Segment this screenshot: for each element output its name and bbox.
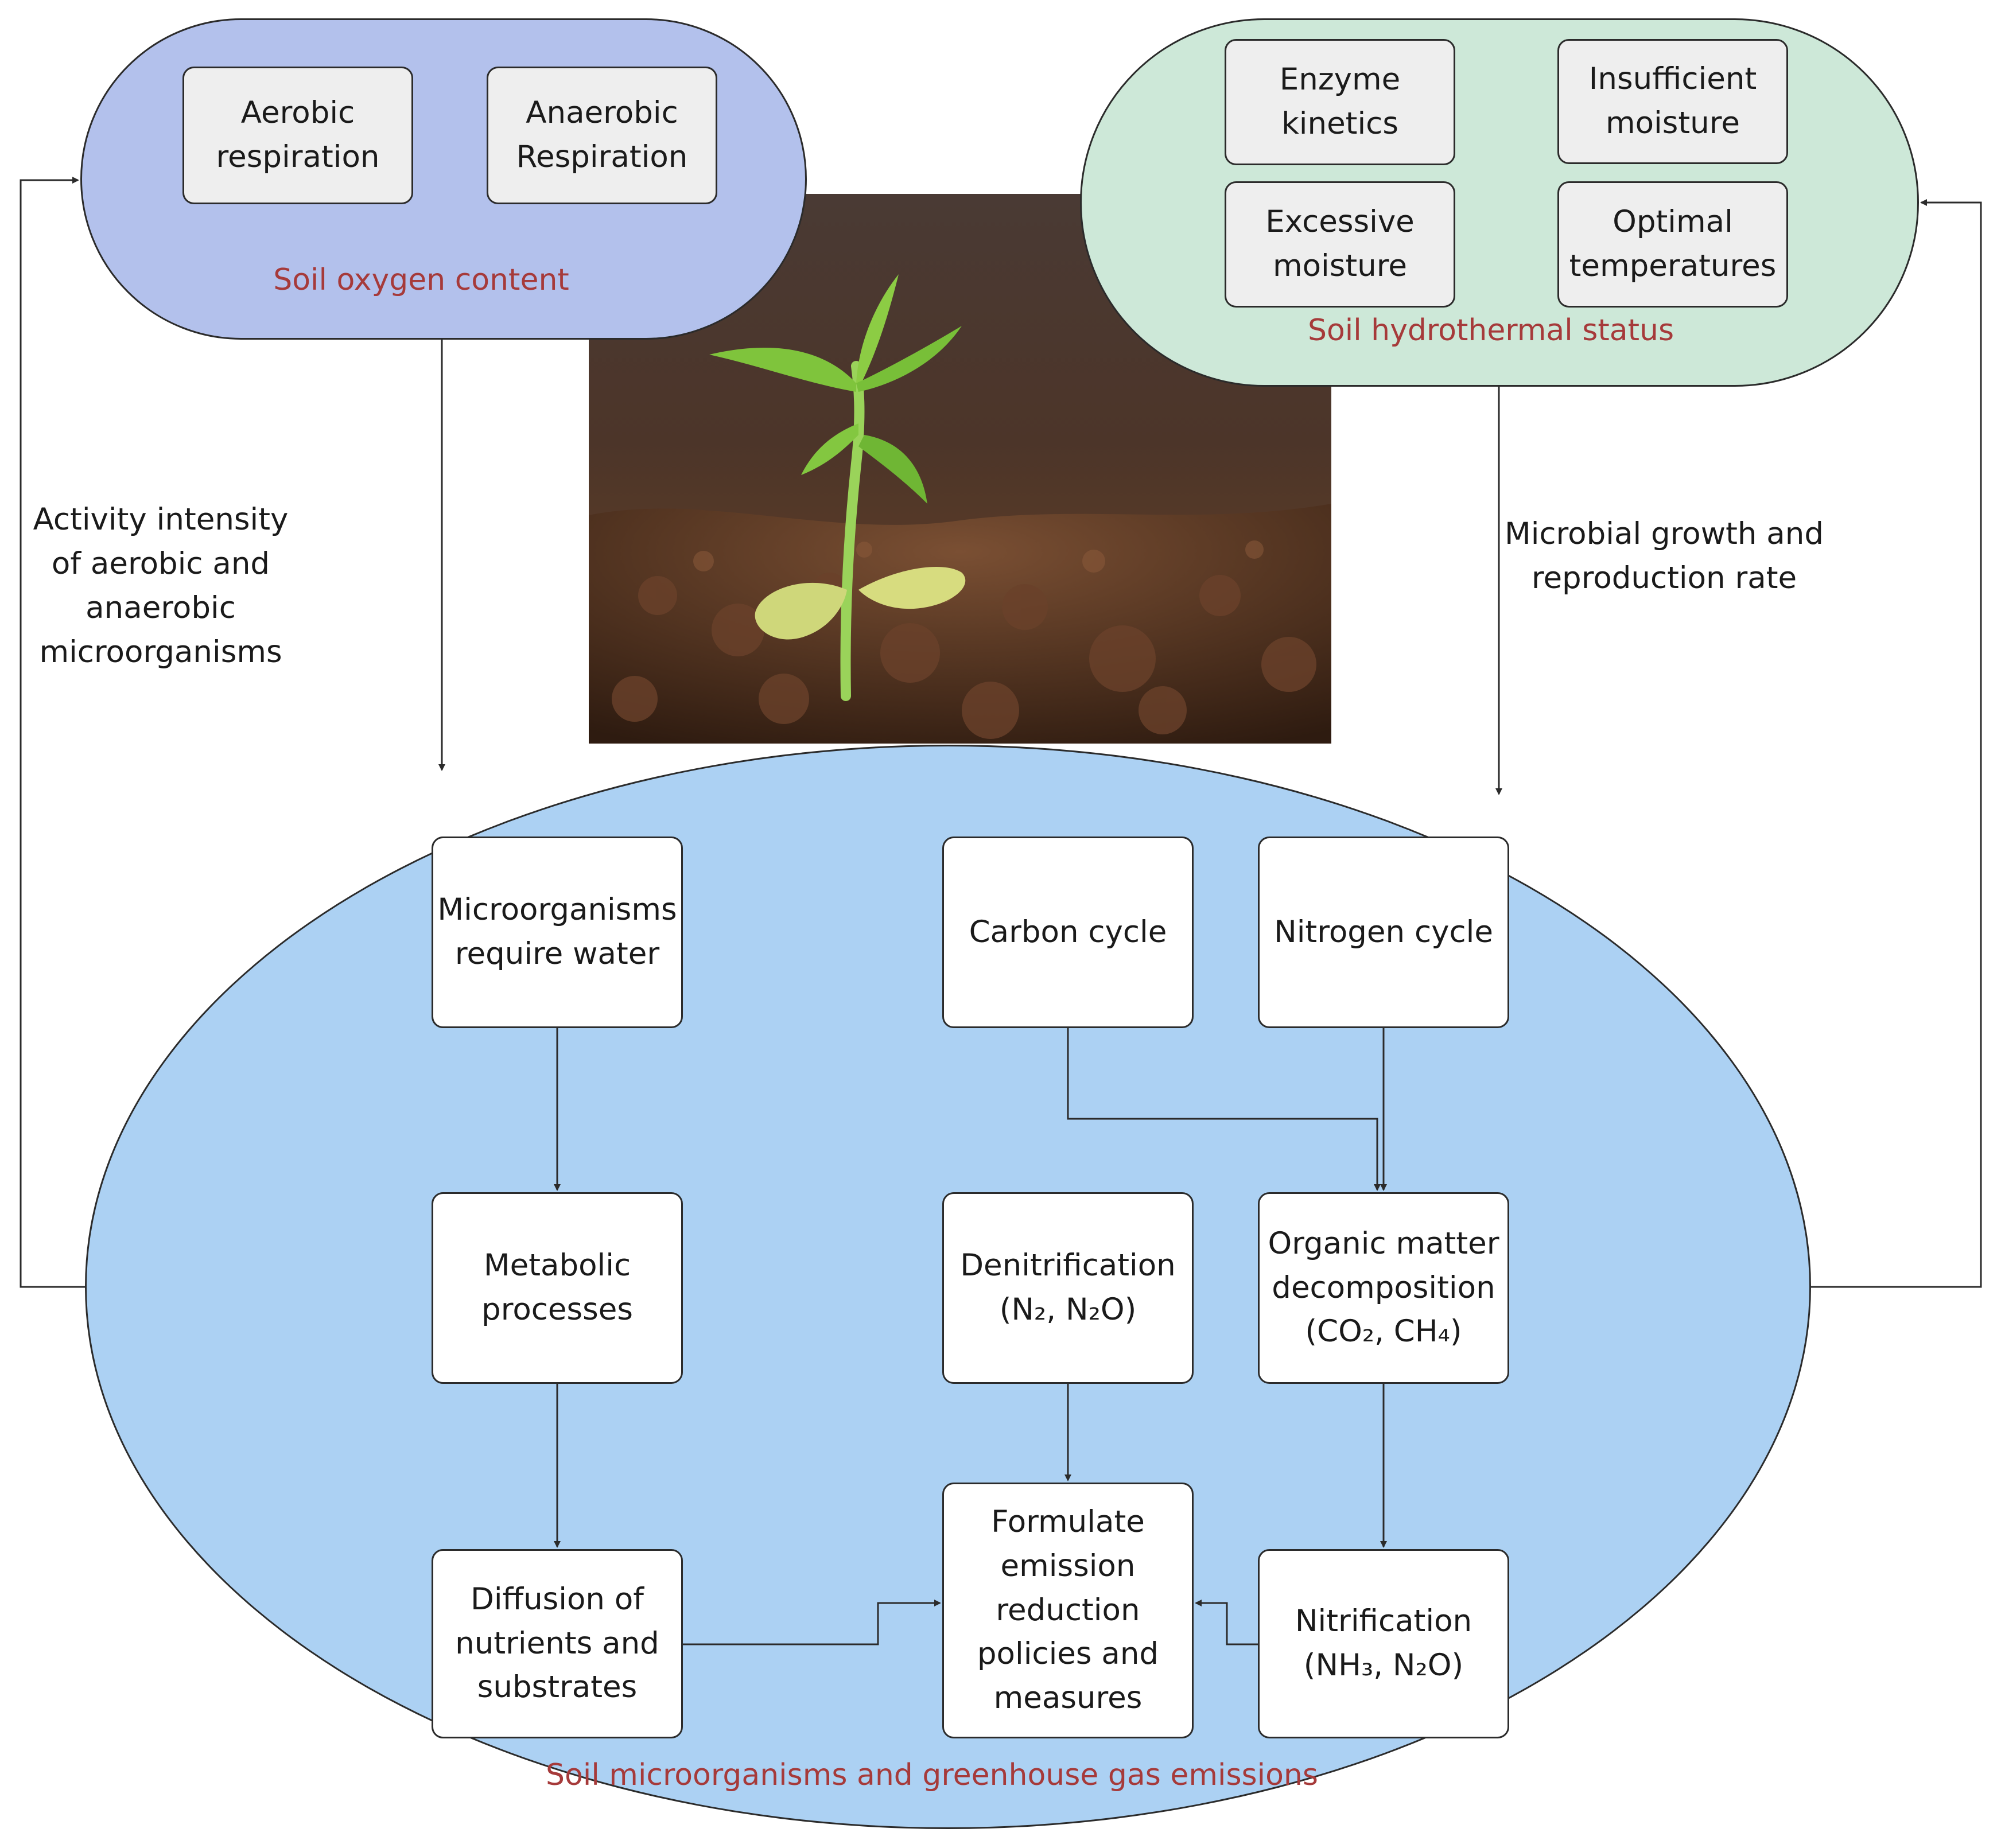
anaerobic-respiration-label: Anaerobic Respiration [516, 95, 688, 174]
soil-oxygen-title: Soil oxygen content [273, 263, 569, 297]
feedback-arrow-left [20, 177, 86, 1288]
nitrogen-cycle-box: Nitrogen cycle [1258, 837, 1509, 1028]
denitrification-box: Denitrification (N₂, N₂O) [942, 1192, 1194, 1384]
denitrification-label: Denitrification (N₂, N₂O) [960, 1248, 1176, 1327]
oxygen-feedback-label: Activity intensity of aerobic and anaero… [33, 502, 289, 670]
nitrification-box: Nitrification (NH₃, N₂O) [1258, 1549, 1509, 1738]
carbon-cycle-box: Carbon cycle [942, 837, 1194, 1028]
soil-hydrothermal-title: Soil hydrothermal status [1307, 313, 1674, 348]
organic-matter-decomposition-label: Organic matter decomposition (CO₂, CH₄) [1268, 1225, 1499, 1349]
carbon-cycle-label: Carbon cycle [969, 914, 1167, 950]
microorganisms-require-water-box: Microorganisms require water [432, 837, 683, 1028]
soil-microorganisms-title: Soil microorganisms and greenhouse gas e… [546, 1758, 1318, 1792]
emission-policies-box: Formulate emission reduction policies an… [942, 1483, 1194, 1738]
insufficient-moisture-label: Insufficient moisture [1588, 61, 1757, 141]
optimal-temperatures-box: Optimal temperatures [1557, 181, 1788, 308]
excessive-moisture-label: Excessive moisture [1265, 204, 1415, 283]
aerobic-respiration-label: Aerobic respiration [216, 95, 380, 174]
organic-matter-decomposition-box: Organic matter decomposition (CO₂, CH₄) [1258, 1192, 1509, 1384]
anaerobic-respiration-box: Anaerobic Respiration [487, 67, 717, 204]
hydrothermal-feedback-label: Microbial growth and reproduction rate [1504, 516, 1824, 596]
aerobic-respiration-box: Aerobic respiration [182, 67, 413, 204]
nitrogen-cycle-label: Nitrogen cycle [1274, 914, 1493, 950]
enzyme-kinetics-label: Enzyme kinetics [1279, 62, 1401, 141]
nitrification-label: Nitrification (NH₃, N₂O) [1295, 1604, 1472, 1683]
excessive-moisture-box: Excessive moisture [1225, 181, 1455, 308]
emission-policies-label: Formulate emission reduction policies an… [977, 1504, 1159, 1716]
optimal-temperatures-label: Optimal temperatures [1569, 204, 1777, 283]
diffusion-nutrients-box: Diffusion of nutrients and substrates [432, 1549, 683, 1738]
metabolic-processes-label: Metabolic processes [481, 1248, 633, 1327]
metabolic-processes-box: Metabolic processes [432, 1192, 683, 1384]
feedback-arrow-right [1810, 199, 1982, 1288]
insufficient-moisture-box: Insufficient moisture [1557, 39, 1788, 164]
diffusion-nutrients-label: Diffusion of nutrients and substrates [455, 1581, 659, 1705]
microorganisms-require-water-label: Microorganisms require water [437, 892, 677, 971]
enzyme-kinetics-box: Enzyme kinetics [1225, 39, 1455, 165]
